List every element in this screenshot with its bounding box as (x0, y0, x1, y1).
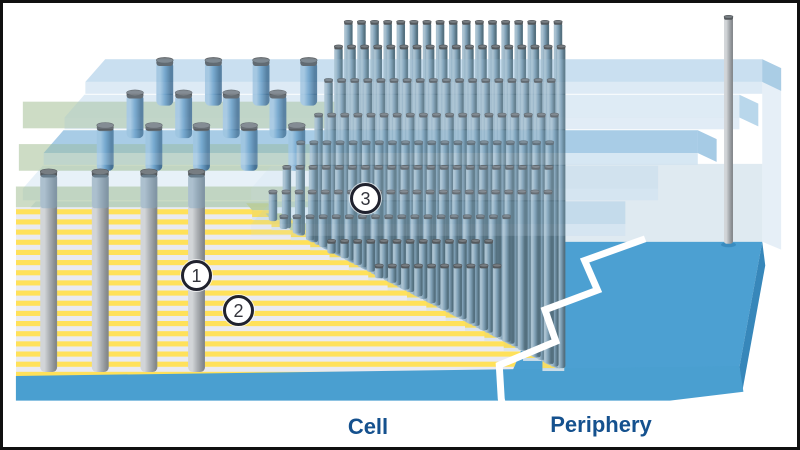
callout-2-marker: 2 (223, 295, 254, 326)
callout-3-number: 3 (360, 188, 371, 209)
substrate-front-face (15, 366, 744, 401)
periphery-contact-pillar (721, 15, 736, 248)
region-label-periphery: Periphery (550, 412, 652, 437)
callout-3-marker: 3 (350, 183, 381, 214)
cell-periphery-boundary-crack (495, 235, 647, 405)
insulator-slab-overlay (43, 59, 782, 236)
callout-1-marker: 1 (181, 260, 212, 291)
3d-structure-illustration (15, 15, 782, 405)
channel-pillars-upper (96, 57, 318, 171)
callout-2-number: 2 (233, 300, 244, 321)
region-label-cell: Cell (347, 414, 389, 439)
channel-pillars-front (39, 168, 206, 373)
channel-pillar-array (268, 19, 566, 369)
callout-1-number: 1 (191, 265, 202, 286)
